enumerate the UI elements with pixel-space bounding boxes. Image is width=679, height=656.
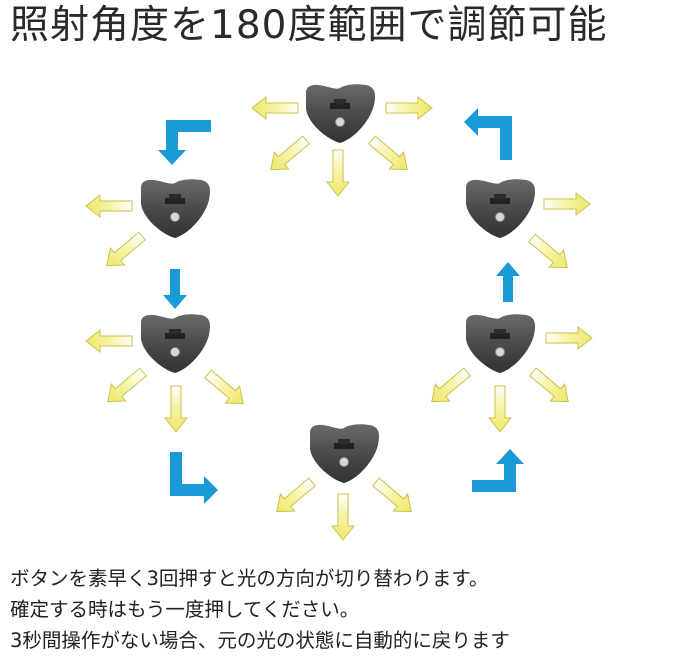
light-beam-arrow-icon	[543, 191, 591, 217]
light-beam-arrow-icon	[431, 367, 471, 403]
lamp-head-icon	[306, 84, 376, 143]
light-beam-arrow-icon	[325, 149, 351, 197]
light-beam-arrow-icon	[368, 135, 408, 171]
lamp-head-icon	[466, 179, 536, 238]
rotation-direction-arrow-icon	[158, 120, 211, 165]
light-beam-arrow-icon	[270, 135, 310, 171]
rotation-direction-arrow-icon	[464, 108, 512, 160]
light-beam-arrow-icon	[529, 367, 569, 403]
instruction-line: 3秒間操作がない場合、元の光の状態に自動的に戻ります	[10, 629, 510, 652]
page-title: 照射角度を180度範囲で調節可能	[10, 3, 608, 48]
light-beam-arrow-icon	[85, 328, 133, 354]
lamp-head-icon	[310, 424, 380, 483]
instructions: ボタンを素早く3回押すと光の方向が切り替わります。 確定する時はもう一度押してく…	[10, 563, 675, 656]
rotation-direction-arrow-icon	[496, 262, 520, 302]
lamp-head-icon	[466, 314, 536, 373]
instruction-line: 確定する時はもう一度押してください。	[10, 598, 360, 621]
light-beam-arrow-icon	[251, 95, 299, 121]
light-beam-arrow-icon	[107, 367, 147, 403]
light-beam-arrow-icon	[528, 233, 568, 269]
light-beam-arrow-icon	[204, 369, 244, 405]
light-beam-arrow-icon	[106, 231, 146, 267]
rotation-direction-arrow-icon	[170, 452, 218, 504]
light-beam-arrow-icon	[487, 385, 513, 433]
rotation-direction-arrow-icon	[163, 269, 187, 309]
light-beam-arrow-icon	[545, 325, 593, 351]
light-beam-arrow-icon	[276, 477, 316, 513]
light-beam-arrow-icon	[372, 477, 412, 513]
light-beam-arrow-icon	[385, 95, 433, 121]
light-beam-arrow-icon	[330, 493, 356, 541]
instruction-line: ボタンを素早く3回押すと光の方向が切り替わります。	[10, 567, 489, 590]
light-beam-arrow-icon	[85, 193, 133, 219]
rotation-direction-arrow-icon	[472, 449, 524, 492]
lamp-head-icon	[141, 314, 211, 373]
lamp-head-icon	[141, 179, 211, 238]
light-beam-arrow-icon	[163, 385, 189, 433]
